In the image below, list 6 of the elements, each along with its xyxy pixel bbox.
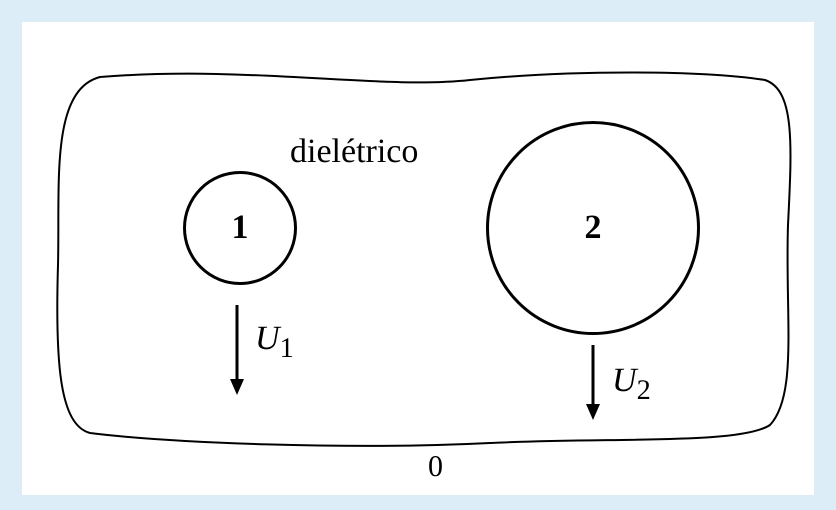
voltage-label: U$_{2}$ bbox=[612, 362, 651, 407]
region-label: dielétrico bbox=[290, 133, 418, 171]
conductor-circle: 2 bbox=[486, 121, 700, 335]
voltage-label: U$_{1}$ bbox=[255, 320, 294, 365]
potential-label: 0 bbox=[428, 450, 443, 484]
conductor-circle: 1 bbox=[183, 171, 297, 285]
